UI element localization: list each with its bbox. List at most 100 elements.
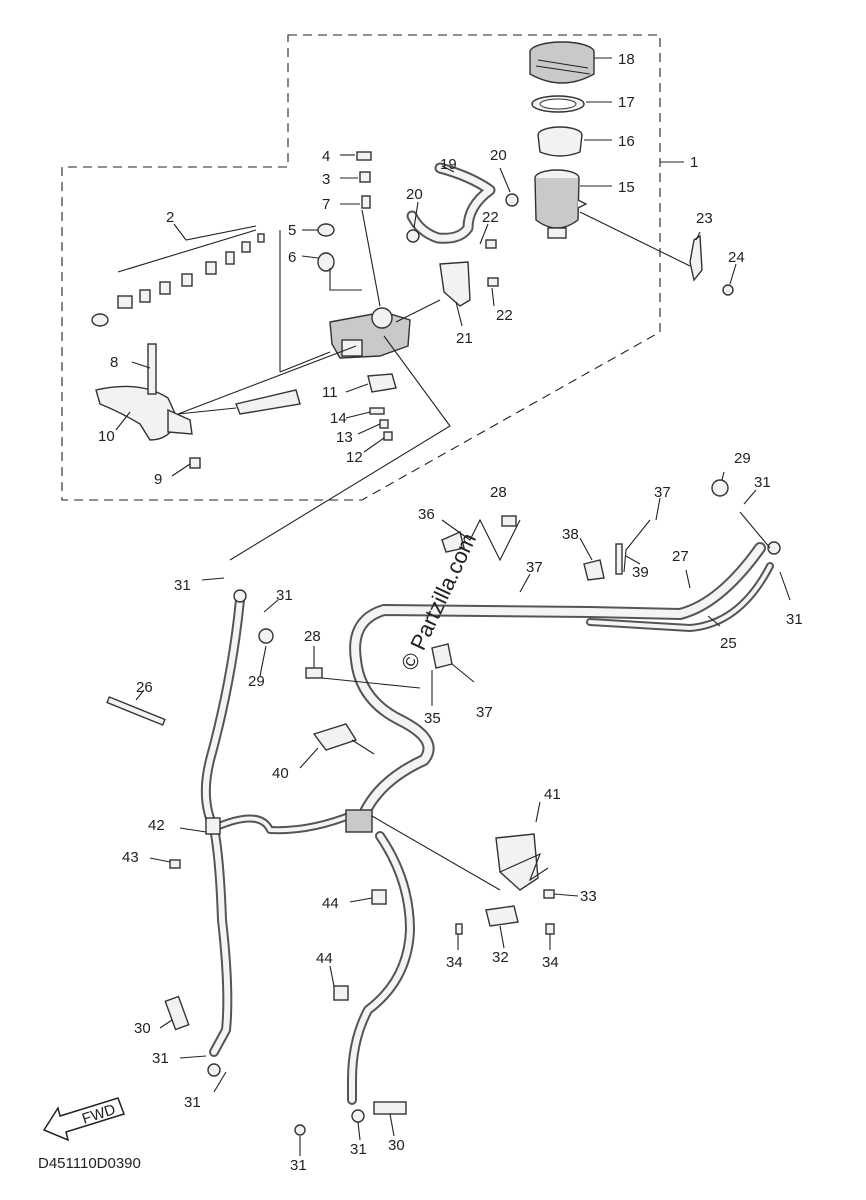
washer-31-bottom-left	[294, 1124, 306, 1136]
callout-4: 4	[322, 148, 330, 165]
callout-7: 7	[322, 196, 330, 213]
callout-41: 41	[544, 786, 561, 803]
bracket-28-upper	[501, 515, 517, 527]
callout-21: 21	[456, 330, 473, 347]
part-7-pin	[361, 195, 371, 209]
callout-17: 17	[618, 94, 635, 111]
part-5-bushing	[317, 223, 335, 237]
bolt-34-left	[455, 923, 463, 935]
callout-40: 40	[272, 765, 289, 782]
clamp-38	[583, 559, 605, 581]
clamp-36	[441, 531, 465, 553]
callout-labels: 18 17 16 15 1 4 3 7 5 6 19 20 20 22 22 2…	[98, 51, 803, 1174]
bracket-screw	[722, 284, 734, 296]
part-4-cap	[356, 151, 372, 161]
assembly-outline	[61, 34, 661, 501]
diagram-code: D451110D0390	[38, 1155, 141, 1172]
piston-kit	[91, 233, 265, 327]
lever-pivot-bolt	[147, 343, 157, 395]
callout-31-bottom-right: 31	[350, 1141, 367, 1158]
callout-33: 33	[580, 888, 597, 905]
bracket-28-lower	[305, 667, 323, 679]
callout-12: 12	[346, 449, 363, 466]
callout-5: 5	[288, 222, 296, 239]
brake-pipe-upper	[349, 542, 774, 820]
callout-22-upper: 22	[482, 209, 499, 226]
part-6-bushing	[317, 252, 335, 272]
callout-22-lower: 22	[496, 307, 513, 324]
callout-9: 9	[154, 471, 162, 488]
callout-1: 1	[690, 154, 698, 171]
banjo-30-right	[373, 1101, 407, 1115]
hose-clamp-2	[505, 193, 519, 207]
callout-42: 42	[148, 817, 165, 834]
leader-lines	[115, 57, 791, 1156]
reservoir-cap	[529, 41, 595, 84]
bolt-26	[106, 696, 166, 726]
callout-31-mid-top: 31	[276, 587, 293, 604]
rod-39	[615, 543, 623, 575]
reservoir-hose	[406, 162, 496, 244]
bolt-33	[543, 889, 555, 899]
callout-25: 25	[720, 635, 737, 652]
callout-16: 16	[618, 133, 635, 150]
clamp-44-lower	[333, 985, 349, 1001]
reservoir-bracket	[689, 234, 703, 282]
callout-20-left: 20	[406, 186, 423, 203]
callout-14: 14	[330, 410, 347, 427]
clamp-44-upper	[371, 889, 387, 905]
callout-10: 10	[98, 428, 115, 445]
callout-23: 23	[696, 210, 713, 227]
callout-18: 18	[618, 51, 635, 68]
callout-28-lower: 28	[304, 628, 321, 645]
callout-44-lower: 44	[316, 950, 333, 967]
callout-26: 26	[136, 679, 153, 696]
label-plate-40	[312, 723, 358, 751]
callout-11: 11	[322, 384, 338, 401]
callout-36: 36	[418, 506, 435, 523]
part-3-seal	[359, 171, 371, 183]
callout-34-left: 34	[446, 954, 463, 971]
washer-31-bottom-right	[351, 1109, 365, 1123]
holder-bolt-upper	[485, 239, 497, 249]
brake-hose-joint	[345, 809, 373, 833]
brake-switch	[367, 373, 397, 393]
bolt-34-right	[545, 923, 555, 935]
callout-34-right: 34	[542, 954, 559, 971]
callout-31-left-bottom: 31	[184, 1094, 201, 1111]
holder-bolt-lower	[487, 277, 499, 287]
callout-30-left: 30	[134, 1020, 151, 1037]
callout-27: 27	[672, 548, 689, 565]
brake-lever	[95, 385, 193, 441]
washer-31-top	[233, 589, 247, 603]
washer-31-right	[767, 541, 781, 555]
brake-pipe-center	[210, 810, 358, 835]
hose-guide-42	[205, 817, 221, 835]
master-cylinder-holder	[439, 261, 471, 307]
banjo-30-left	[164, 995, 190, 1031]
callout-30-right: 30	[388, 1137, 405, 1154]
callout-31-right: 31	[786, 611, 803, 628]
callout-24: 24	[728, 249, 745, 266]
callout-31-left-top: 31	[174, 577, 191, 594]
part-13-screw	[379, 419, 389, 429]
reservoir-tank	[534, 169, 588, 239]
part-12-nut	[383, 431, 393, 441]
callout-32: 32	[492, 949, 509, 966]
callout-44-upper: 44	[322, 895, 339, 912]
union-bolt-29-upper	[711, 479, 729, 497]
bolt-43	[169, 859, 181, 869]
fwd-label: FWD	[80, 1101, 118, 1128]
lever-pin	[189, 457, 201, 469]
union-bolt-29-lower	[258, 628, 274, 644]
cap-diaphragm-ring	[531, 95, 585, 113]
hose-clamp-1	[406, 229, 420, 243]
callout-29-lower: 29	[248, 673, 265, 690]
callout-2: 2	[166, 209, 174, 226]
callout-31-left-mid: 31	[152, 1050, 169, 1067]
callout-19: 19	[440, 156, 457, 173]
fwd-arrow-icon: FWD	[42, 1097, 125, 1142]
callout-28-upper: 28	[490, 484, 507, 501]
callout-20-right: 20	[490, 147, 507, 164]
